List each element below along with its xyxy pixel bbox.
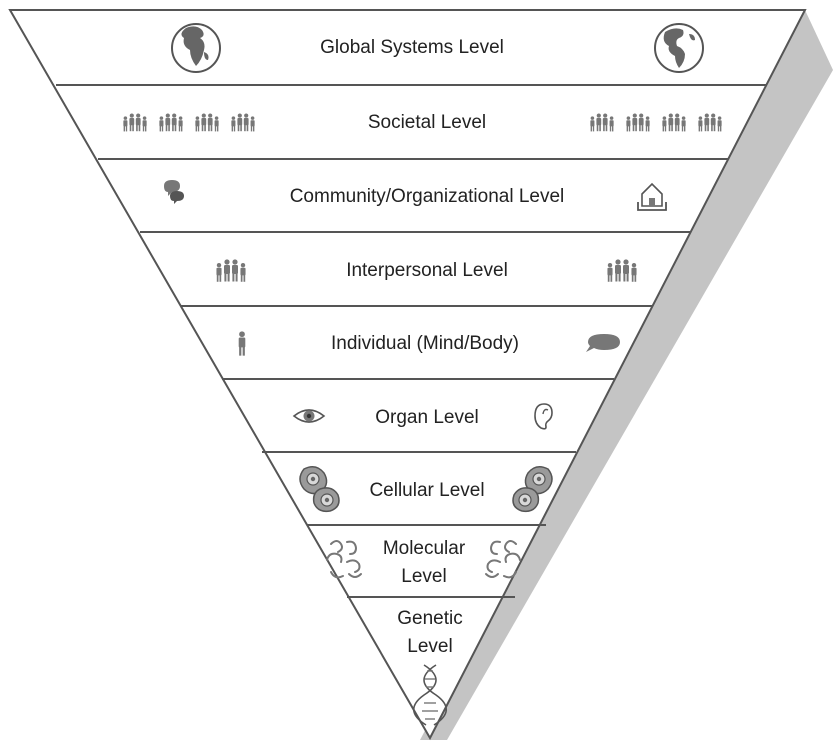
level-molecular: Molecular Level: [326, 538, 521, 587]
level-label: Cellular Level: [369, 480, 484, 501]
level-organ: Organ Level: [292, 403, 553, 430]
thought-bubble-icon: [586, 334, 620, 352]
level-label-line-2: Level: [401, 566, 446, 587]
level-label: Global Systems Level: [320, 37, 504, 58]
level-societal: Societal Level: [123, 112, 721, 133]
level-genetic: Genetic Level: [397, 608, 463, 726]
level-cellular: Cellular Level: [299, 466, 553, 513]
level-community-organizational: Community/Organizational Level: [164, 180, 667, 211]
level-label-line-1: Genetic: [397, 608, 462, 629]
speech-bubbles-icon: [164, 180, 184, 204]
community-house-icon: [637, 182, 667, 211]
level-label-line-2: Level: [407, 636, 452, 657]
ear-icon: [534, 403, 553, 430]
level-label: Interpersonal Level: [346, 260, 508, 281]
dna-helix-icon: [412, 664, 448, 726]
level-label: Individual (Mind/Body): [331, 333, 519, 354]
eye-icon: [292, 409, 326, 423]
level-global-systems: Global Systems Level: [171, 23, 704, 73]
level-label: Community/Organizational Level: [290, 186, 565, 207]
level-label-line-1: Molecular: [383, 538, 466, 559]
globe-africa-europe-icon: [171, 23, 221, 73]
pyramid-outline: [8, 9, 807, 741]
level-label: Organ Level: [375, 407, 479, 428]
globe-americas-icon: [654, 23, 704, 73]
level-individual: Individual (Mind/Body): [238, 331, 620, 356]
level-interpersonal: Interpersonal Level: [216, 259, 636, 281]
level-label: Societal Level: [368, 112, 486, 133]
